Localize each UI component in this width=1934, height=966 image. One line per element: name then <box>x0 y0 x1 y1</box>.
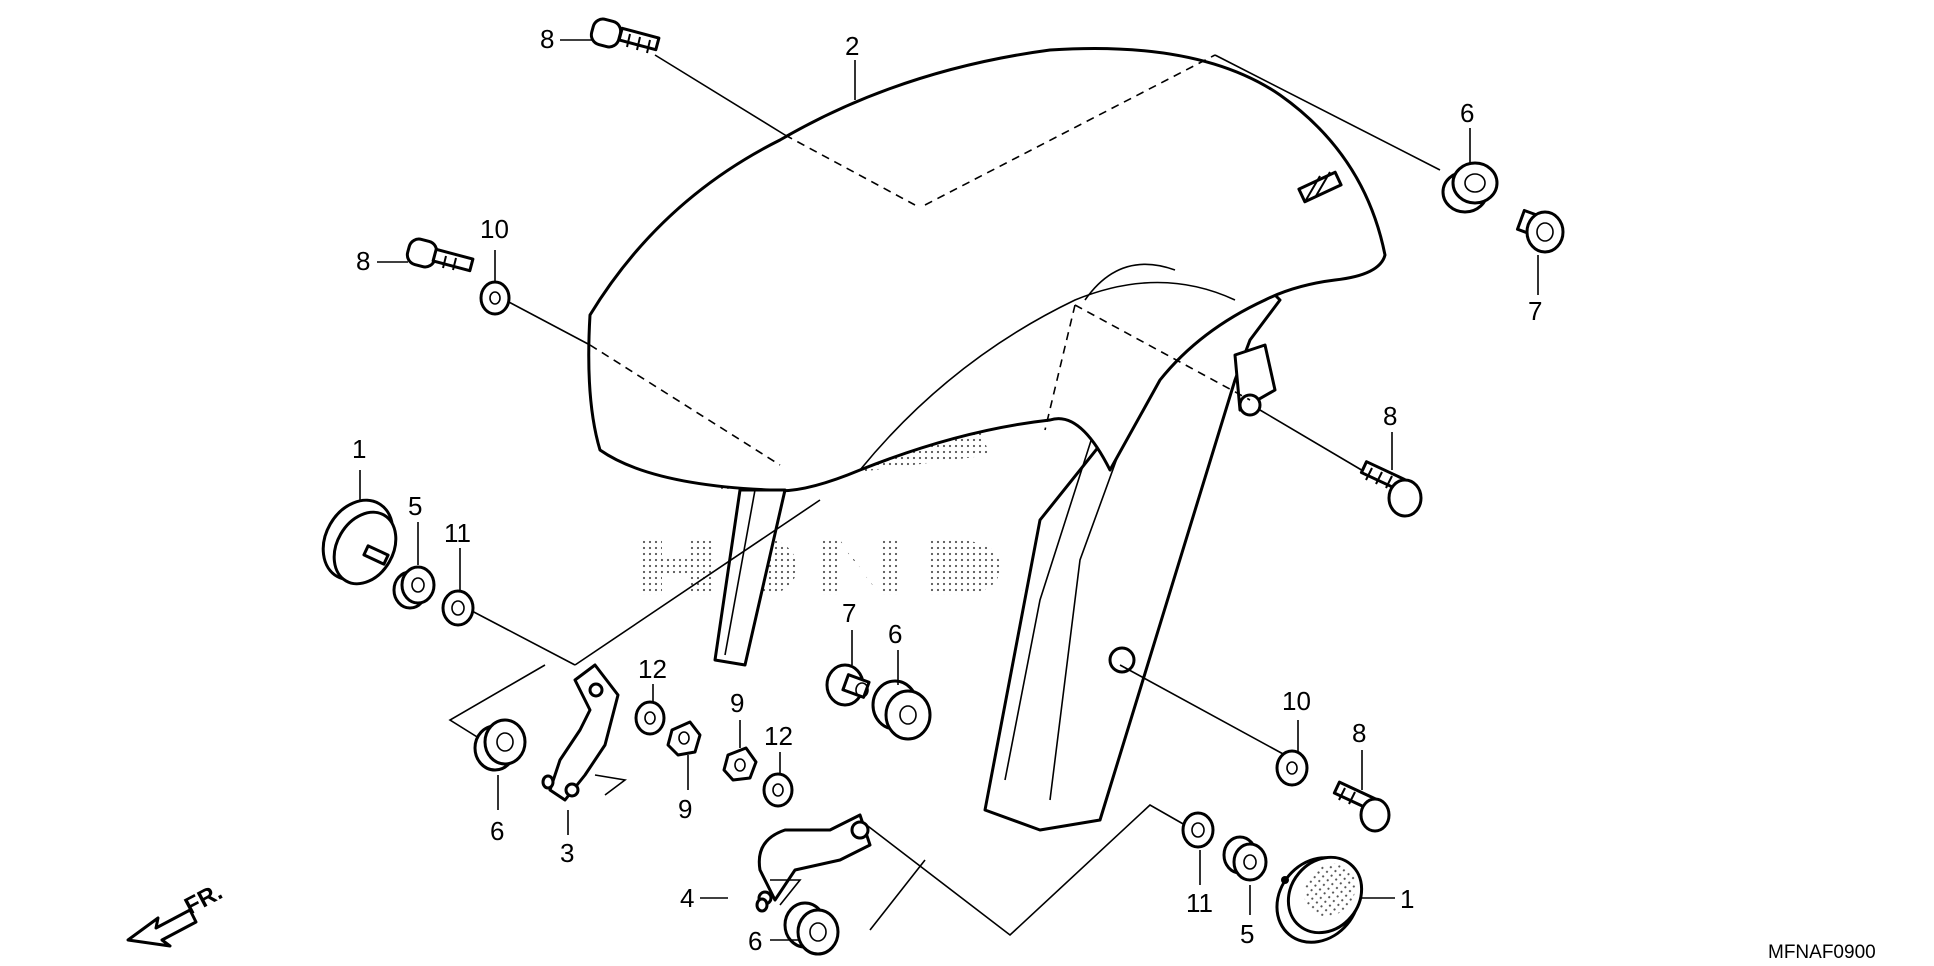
callout-8-top: 8 <box>540 24 554 54</box>
collar-7-top <box>1515 208 1565 254</box>
washer-10-left <box>479 280 511 316</box>
leader-lines <box>448 54 1441 937</box>
collar-5-right <box>1222 835 1268 882</box>
grommet-6-bottom <box>755 897 840 956</box>
front-fender <box>587 47 1387 832</box>
washer-10-right <box>1275 749 1309 787</box>
front-direction-arrow: FR. <box>126 878 227 948</box>
callout-11-right: 11 <box>1186 888 1213 918</box>
callout-2: 2 <box>845 31 859 61</box>
figure-code: MFNAF0900 <box>1768 942 1876 963</box>
grommet-6-left <box>473 718 555 790</box>
callout-4: 4 <box>680 883 694 913</box>
grommet-6-mid <box>871 679 932 741</box>
callout-12-a: 12 <box>638 654 667 684</box>
callout-6-bottom: 6 <box>748 926 762 956</box>
washer-12-b <box>762 772 794 808</box>
callout-6-top: 6 <box>1460 98 1474 128</box>
callout-10-right: 10 <box>1282 686 1311 716</box>
bolt-8-top <box>589 17 661 54</box>
bracket-4 <box>757 813 872 906</box>
callout-5-right: 5 <box>1240 919 1254 949</box>
bolt-8-left <box>405 237 475 273</box>
nut-9-b <box>722 746 758 782</box>
callout-8-lower: 8 <box>1352 718 1366 748</box>
reflector-1-left <box>321 498 398 586</box>
callout-8-right: 8 <box>1383 401 1397 431</box>
callout-12-b: 12 <box>764 721 793 751</box>
callout-8-left: 8 <box>356 246 370 276</box>
callout-11-left: 11 <box>444 518 471 548</box>
callout-labels: 2 8 8 10 6 7 8 1 5 11 6 3 12 9 9 12 7 6 … <box>352 24 1542 956</box>
callout-7-top: 7 <box>1528 296 1542 326</box>
callout-9-a: 9 <box>678 794 692 824</box>
callout-10-left: 10 <box>480 214 509 244</box>
bracket-3 <box>548 663 627 802</box>
reflector-1-right <box>1275 855 1364 944</box>
callout-leaders <box>359 39 1539 941</box>
washer-11-left <box>441 589 475 627</box>
collar-7-mid <box>825 663 871 707</box>
washer-11-right <box>1181 811 1215 849</box>
callout-1-right: 1 <box>1400 884 1414 914</box>
callout-5-left: 5 <box>408 491 422 521</box>
callout-9-b: 9 <box>730 688 744 718</box>
washer-12-a <box>634 700 666 736</box>
bolt-8-right <box>1359 460 1423 518</box>
callout-1-left: 1 <box>352 434 366 464</box>
callout-7-mid: 7 <box>842 598 856 628</box>
grommet-6-top <box>1441 161 1499 214</box>
fender-top-bolt <box>1297 170 1343 204</box>
nut-9-a <box>666 720 702 757</box>
callout-6-left: 6 <box>490 816 504 846</box>
collar-5-left <box>392 565 436 610</box>
bolt-8-lower <box>1332 780 1391 833</box>
callout-6-mid: 6 <box>888 619 902 649</box>
callout-3: 3 <box>560 838 574 868</box>
